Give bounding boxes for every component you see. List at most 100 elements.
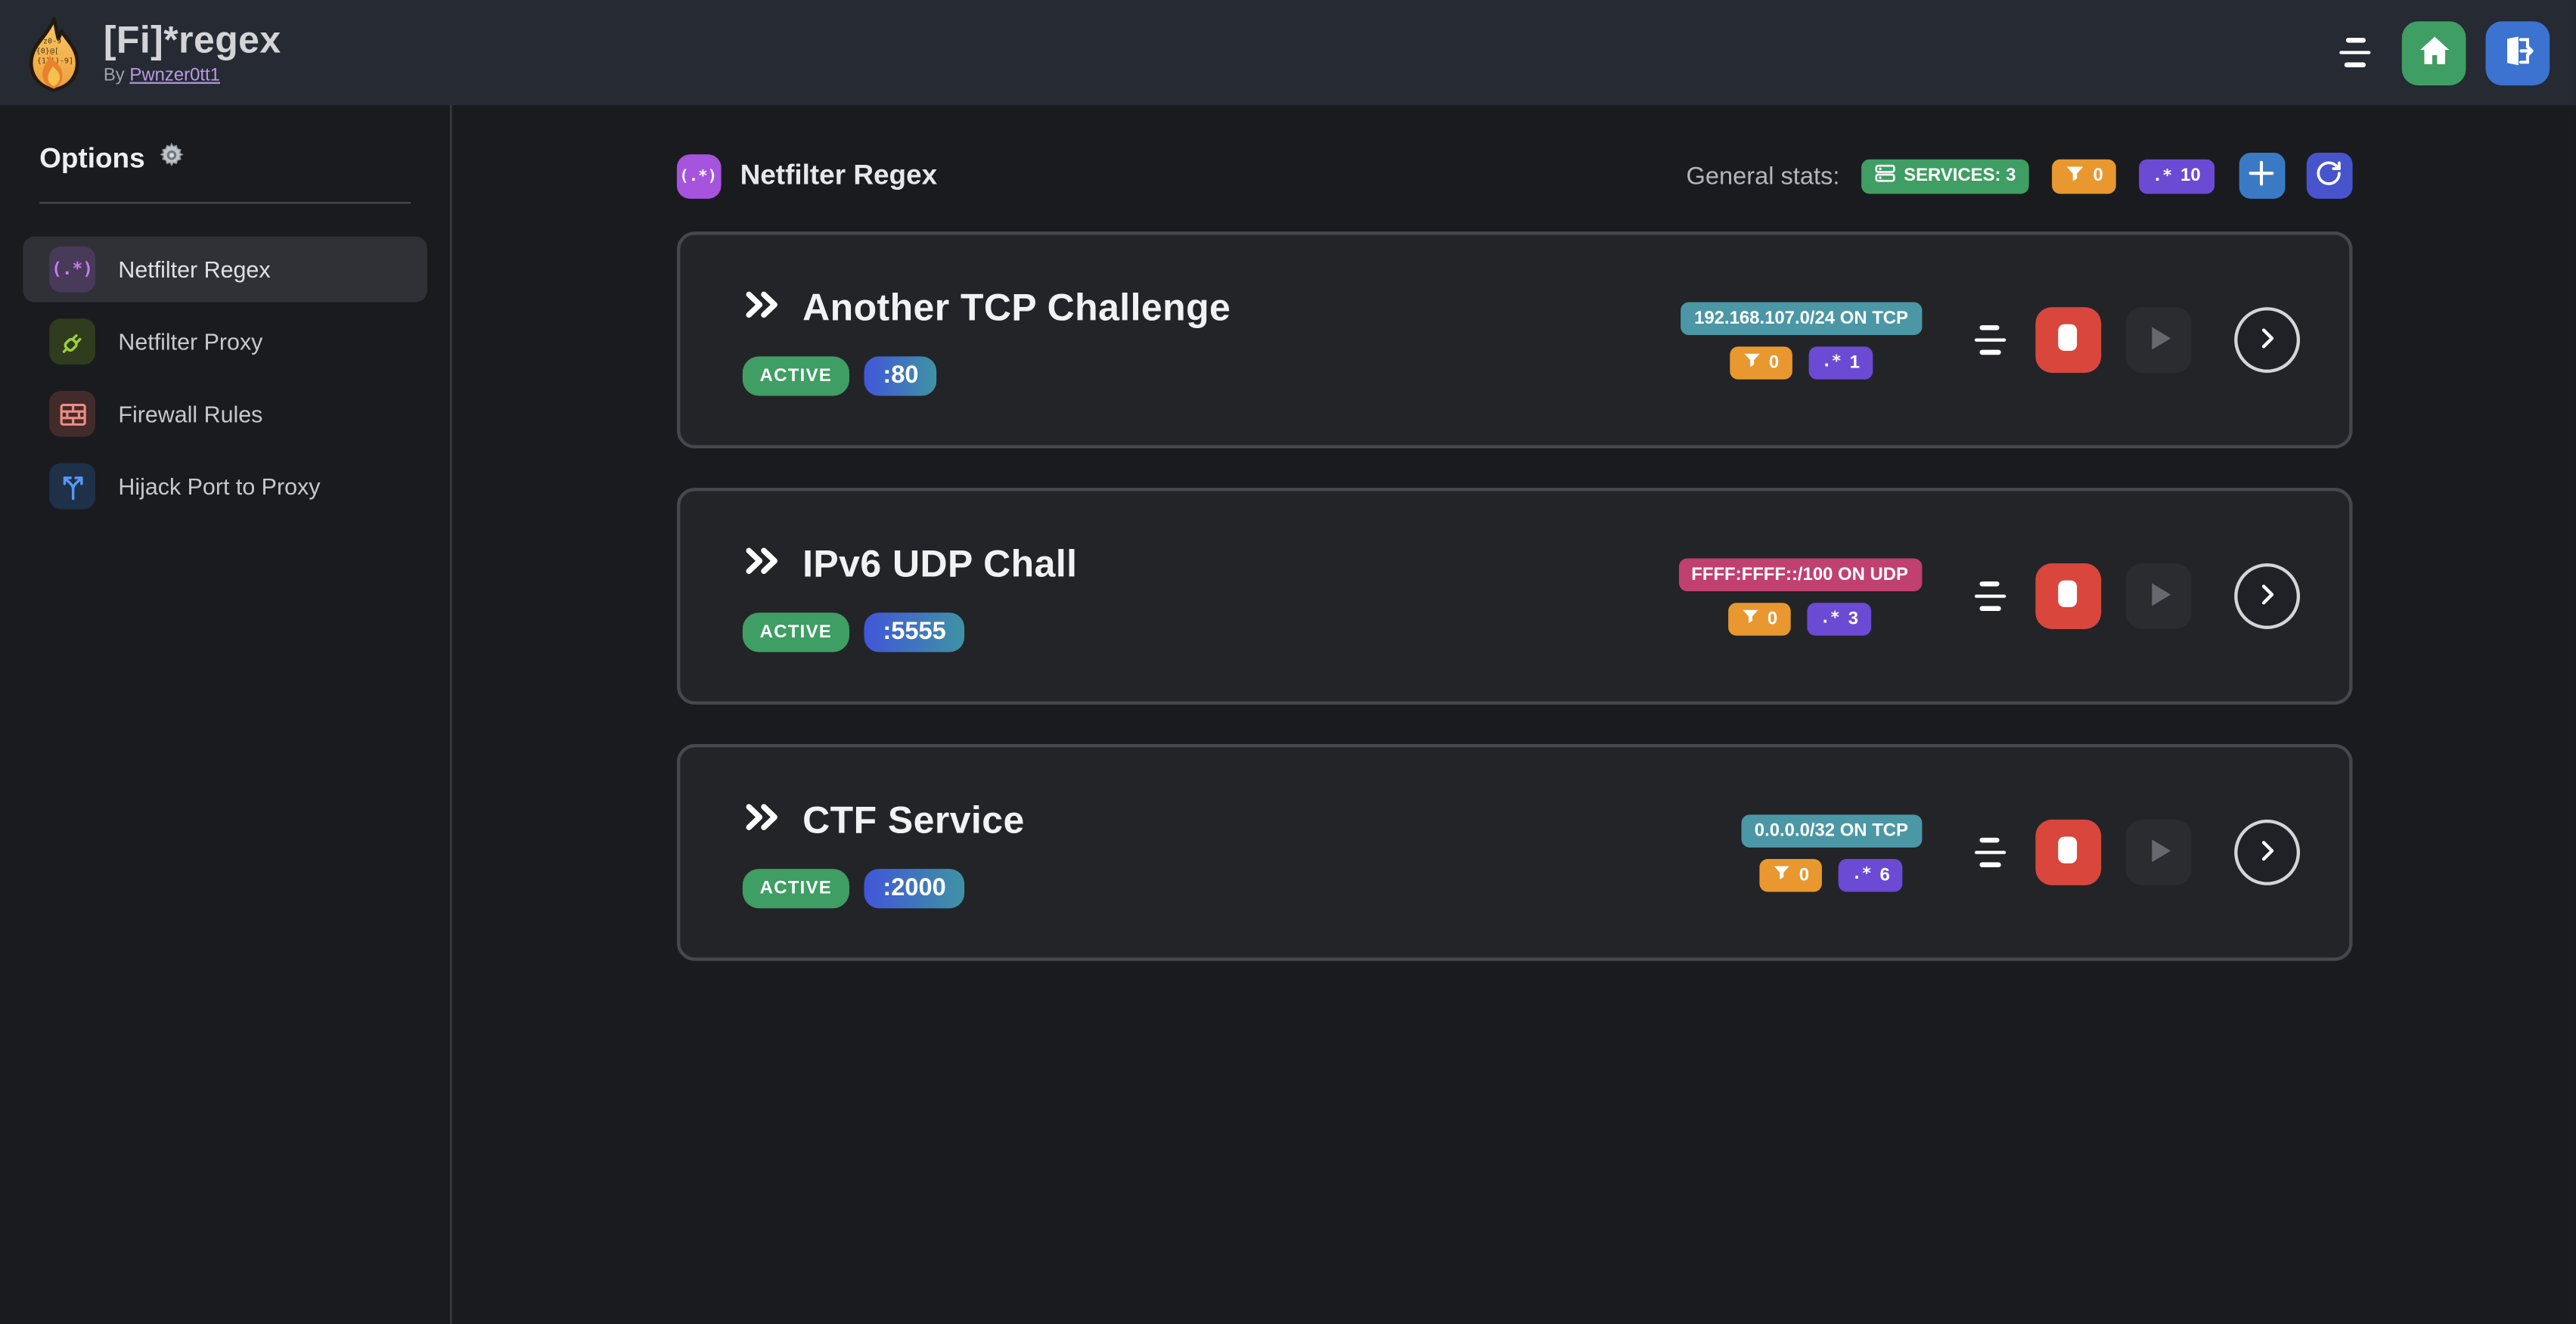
cidr-badge: FFFF:FFFF::/100 ON UDP <box>1678 557 1922 591</box>
regexes-count-badge: .* 10 <box>2139 158 2214 194</box>
logout-button[interactable] <box>2485 20 2550 85</box>
chevron-right-icon <box>2250 578 2283 615</box>
stop-button[interactable] <box>2034 819 2101 885</box>
regex-icon: (.*) <box>49 246 95 293</box>
status-badge: ACTIVE <box>741 355 850 395</box>
service-card: IPv6 UDP Chall ACTIVE :5555 FFFF:FFFF::/… <box>675 488 2352 705</box>
filters-count: 0 <box>2093 166 2103 186</box>
service-title: Another TCP Challenge <box>802 285 1231 329</box>
card-left: Another TCP Challenge ACTIVE :80 <box>741 285 1681 395</box>
regex-glyph: (.*) <box>679 166 718 185</box>
sidebar-nav: (.*) Netfilter Regex <box>23 236 427 519</box>
menu-icon <box>1973 838 2006 867</box>
logout-icon <box>2500 32 2536 73</box>
funnel-icon <box>1773 863 1791 885</box>
play-icon <box>2140 832 2176 873</box>
brick-wall-icon <box>49 390 95 437</box>
start-button[interactable] <box>2124 819 2191 885</box>
service-menu-button[interactable] <box>1973 326 2006 355</box>
filter-count-badge: 0 <box>1729 346 1792 379</box>
status-badge: ACTIVE <box>741 868 850 908</box>
regexes-count: 10 <box>2180 166 2201 186</box>
card-right: 0.0.0.0/32 ON TCP 0 . <box>1741 814 2299 891</box>
main-area: (.*) Netfilter Regex General stats: <box>452 105 2576 1324</box>
filter-count-badge: 0 <box>1759 857 1823 891</box>
open-service-button[interactable] <box>2233 307 2299 374</box>
sidebar-item-hijack-port[interactable]: Hijack Port to Proxy <box>23 454 427 519</box>
sidebar-item-firewall-rules[interactable]: Firewall Rules <box>23 381 427 447</box>
port-badge: :80 <box>864 355 937 395</box>
filters-count-badge: 0 <box>2052 158 2117 194</box>
gear-icon <box>158 141 186 178</box>
chevron-right-icon <box>2250 833 2283 871</box>
regex-count-badge: .* 1 <box>1808 346 1873 379</box>
service-menu-button[interactable] <box>1973 581 2006 611</box>
cidr-badge: 0.0.0.0/32 ON TCP <box>1741 814 1922 847</box>
menu-icon <box>1973 581 2006 611</box>
service-menu-button[interactable] <box>1973 838 2006 867</box>
byline-prefix: By <box>103 64 125 85</box>
services-count-badge: SERVICES: 3 <box>1861 158 2029 194</box>
main-header: (.*) Netfilter Regex General stats: <box>675 153 2352 199</box>
svg-text:{0}@[: {0}@[ <box>36 48 59 56</box>
svg-text:-z0-9: -z0-9 <box>39 38 61 46</box>
sidebar-item-label: Netfilter Proxy <box>118 328 263 355</box>
content: (.*) Netfilter Regex General stats: <box>675 153 2352 1324</box>
funnel-icon <box>1741 607 1759 630</box>
cidr-stack: 192.168.107.0/24 ON TCP 0 <box>1681 301 1922 379</box>
cidr-stack: 0.0.0.0/32 ON TCP 0 . <box>1741 814 1922 891</box>
card-right: 192.168.107.0/24 ON TCP 0 <box>1681 301 2299 379</box>
menu-icon <box>1973 326 2006 355</box>
status-badge: ACTIVE <box>741 612 850 652</box>
author-link[interactable]: Pwnzer0tt1 <box>129 64 220 85</box>
app-logo-flame-icon: -z0-9 {0}@[ {1}|)-9] <box>26 17 82 92</box>
open-service-button[interactable] <box>2233 563 2299 629</box>
refresh-button[interactable] <box>2305 153 2352 199</box>
cidr-badge: 192.168.107.0/24 ON TCP <box>1681 301 1922 335</box>
plug-icon <box>49 318 95 365</box>
service-title: IPv6 UDP Chall <box>802 541 1078 585</box>
services-count: SERVICES: 3 <box>1904 166 2016 186</box>
split-arrows-icon <box>49 463 95 510</box>
regex-count-badge: .* 6 <box>1839 857 1904 891</box>
dotstar-icon: .* <box>1820 609 1840 628</box>
menu-icon <box>2339 38 2371 67</box>
page-body: Options (.*) Netfilter Regex <box>0 105 2576 1324</box>
home-button[interactable] <box>2401 20 2466 85</box>
svg-text:{1}|)-9]: {1}|)-9] <box>37 57 73 66</box>
title-block: [Fi]*regex By Pwnzer0tt1 <box>104 20 281 85</box>
service-card: Another TCP Challenge ACTIVE :80 192.168… <box>675 231 2352 449</box>
dotstar-icon: .* <box>1821 353 1842 371</box>
chevron-right-icon <box>2250 321 2283 359</box>
home-icon <box>2416 32 2452 73</box>
play-icon <box>2140 575 2176 616</box>
start-button[interactable] <box>2124 307 2191 374</box>
stop-icon <box>2050 321 2085 360</box>
topbar-menu-button[interactable] <box>2339 38 2371 67</box>
double-chevron-icon <box>742 798 783 844</box>
refresh-icon <box>2315 160 2343 192</box>
app-title: [Fi]*regex <box>103 18 281 62</box>
page-title: Netfilter Regex <box>740 159 938 191</box>
stop-button[interactable] <box>2034 307 2101 374</box>
service-card: CTF Service ACTIVE :2000 0.0.0.0/32 ON T… <box>675 744 2352 961</box>
funnel-icon <box>2065 163 2085 188</box>
sidebar-item-netfilter-regex[interactable]: (.*) Netfilter Regex <box>23 236 427 302</box>
sidebar-item-netfilter-proxy[interactable]: Netfilter Proxy <box>23 309 427 374</box>
port-badge: :5555 <box>864 612 964 652</box>
plus-icon <box>2248 160 2276 192</box>
sidebar: Options (.*) Netfilter Regex <box>0 105 452 1324</box>
sidebar-item-label: Netfilter Regex <box>118 256 271 283</box>
stop-button[interactable] <box>2034 563 2101 629</box>
card-left: IPv6 UDP Chall ACTIVE :5555 <box>741 541 1678 652</box>
start-button[interactable] <box>2124 563 2191 629</box>
stop-icon <box>2050 576 2085 615</box>
add-service-button[interactable] <box>2238 153 2285 199</box>
funnel-icon <box>1743 351 1761 374</box>
topbar: -z0-9 {0}@[ {1}|)-9] [Fi]*regex By Pwnze… <box>0 0 2576 106</box>
sidebar-divider <box>39 202 411 204</box>
regex-section-icon: (.*) <box>675 153 721 198</box>
open-service-button[interactable] <box>2233 819 2299 885</box>
play-icon <box>2140 319 2176 360</box>
regex-glyph: (.*) <box>51 259 94 280</box>
